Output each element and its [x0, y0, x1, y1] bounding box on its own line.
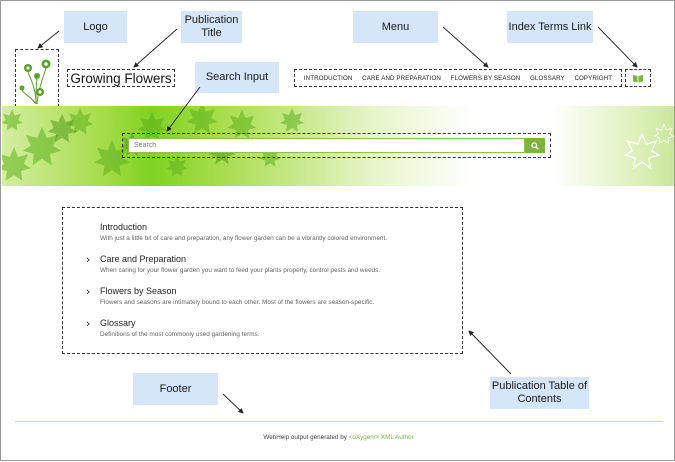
toc-item-desc: With just a little bit of care and prepa… [100, 235, 388, 242]
menu-item-flowers-by-season[interactable]: FLOWERS BY SEASON [450, 74, 521, 82]
logo[interactable] [15, 49, 59, 107]
callout-publication-toc: Publication Table of Contents [490, 377, 589, 409]
menu-item-introduction[interactable]: INTRODUCTION [303, 74, 353, 82]
toc-item-title[interactable]: Glossary [100, 318, 136, 328]
toc-item-title[interactable]: Flowers by Season [100, 286, 177, 296]
book-icon [633, 74, 643, 82]
toc-item-desc: Definitions of the most commonly used ga… [100, 331, 260, 338]
chevron-right-icon[interactable]: › [86, 317, 91, 330]
callout-index-terms-link: Index Terms Link [507, 11, 593, 43]
menu-item-copyright[interactable]: COPYRIGHT [574, 74, 613, 82]
toc-item-desc: Flowers and seasons are intimately bound… [100, 299, 375, 306]
search-input[interactable] [128, 138, 525, 153]
callout-publication-title: Publication Title [181, 11, 242, 43]
publication-toc: Introduction With just a little bit of c… [62, 207, 463, 354]
index-terms-link[interactable] [625, 69, 651, 87]
search-button[interactable] [525, 138, 545, 153]
toc-item: › Glossary Definitions of the most commo… [86, 317, 260, 338]
toc-item-title[interactable]: Care and Preparation [100, 254, 187, 264]
toc-item-title[interactable]: Introduction [100, 222, 148, 232]
callout-search-input: Search Input [195, 62, 279, 93]
chevron-right-icon[interactable]: › [86, 285, 91, 298]
search-form [122, 133, 551, 158]
callout-footer: Footer [133, 373, 218, 405]
callout-menu: Menu [353, 11, 438, 43]
callout-logo: Logo [64, 11, 127, 43]
footer: WebHelp output generated by <oXygen/> XM… [1, 434, 675, 441]
toc-item: Introduction With just a little bit of c… [100, 222, 387, 242]
toc-item-desc: When caring for your flower garden you w… [100, 267, 381, 274]
footer-link[interactable]: <oXygen/> XML Author [348, 434, 414, 441]
toc-item: › Care and Preparation When caring for y… [86, 253, 381, 274]
toc-item: › Flowers by Season Flowers and seasons … [86, 285, 375, 306]
menu-item-care-and-preparation[interactable]: CARE AND PREPARATION [362, 74, 441, 82]
menu-item-glossary[interactable]: GLOSSARY [530, 74, 565, 82]
search-icon [531, 141, 539, 150]
publication-title[interactable]: Growing Flowers [67, 69, 175, 87]
flower-logo-icon [19, 59, 51, 105]
chevron-right-icon[interactable]: › [86, 253, 91, 266]
main-menu: INTRODUCTION CARE AND PREPARATION FLOWER… [294, 69, 622, 87]
footer-prefix: WebHelp output generated by [263, 434, 349, 441]
footer-divider [15, 421, 663, 422]
